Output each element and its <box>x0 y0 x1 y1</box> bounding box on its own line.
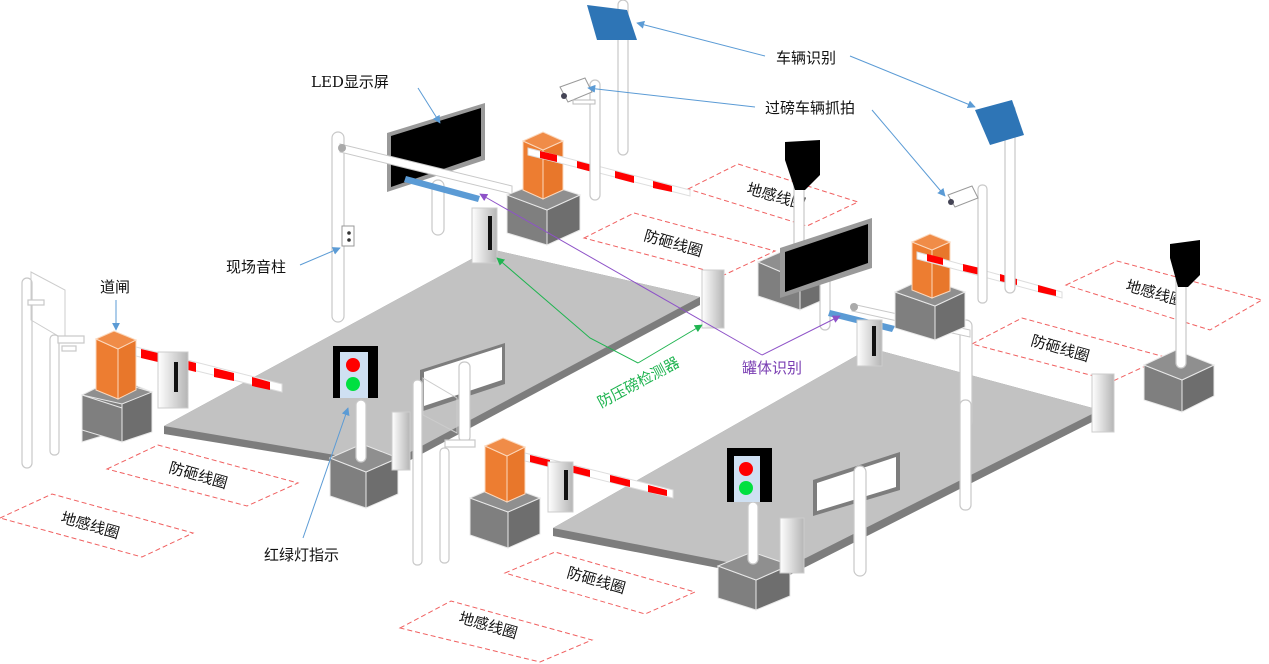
zone-ground-loop-bottom: 地感线圈 <box>398 600 594 663</box>
barrier-arm <box>527 147 691 197</box>
zone-label: 地感线圈 <box>457 609 520 643</box>
label-weighing-capture: 过磅车辆抓拍 <box>765 99 855 117</box>
led-display-screen-right <box>756 218 872 331</box>
vehicle-recognition-pole-right <box>975 100 1024 294</box>
tank-recognition-bar <box>404 176 480 202</box>
zone-anti-smash-left: 防砸线圈 <box>105 444 300 507</box>
callout-tank-right <box>761 315 841 356</box>
zone-ground-loop-left: 地感线圈 <box>0 493 195 558</box>
green-light-icon <box>346 377 360 391</box>
callout-vehicle-recognition-right <box>849 55 976 108</box>
anti-cheat-sensor-mid <box>701 269 725 329</box>
zone-label: 防砸线圈 <box>642 227 705 261</box>
barrier-gate-top <box>505 131 691 246</box>
vehicle-recognition-pole-top <box>587 0 637 156</box>
red-light-icon <box>739 462 753 476</box>
anti-cheat-sensor-left <box>157 351 189 409</box>
label-tank-recognition: 罐体识别 <box>742 359 802 377</box>
callout-capture-right <box>871 109 946 197</box>
zone-ground-loop-top: 地感线圈 <box>686 163 860 227</box>
zone-anti-smash-top: 防砸线圈 <box>582 212 777 276</box>
capture-camera-top <box>559 77 601 201</box>
anti-cheat-sensor-right-exit <box>1091 373 1115 433</box>
callout-anti-cheat-left <box>496 257 639 364</box>
zone-anti-smash-right: 防砸线圈 <box>970 317 1167 382</box>
label-traffic-light: 红绿灯指示 <box>264 546 339 564</box>
callout-tank-left <box>479 193 763 356</box>
site-speaker-pole <box>331 131 355 323</box>
label-barrier-gate: 道闸 <box>100 278 130 296</box>
label-led-screen: LED显示屏 <box>311 73 389 91</box>
camera-pole-left <box>21 271 85 469</box>
barrier-gate-right <box>893 233 1063 341</box>
green-light-icon <box>739 481 753 495</box>
callout-led-screen <box>417 87 441 124</box>
traffic-light-left <box>328 346 400 509</box>
zone-anti-smash-bottom: 防砸线圈 <box>503 551 697 615</box>
zone-ground-loop-right: 地感线圈 <box>1064 260 1264 331</box>
bridge-side-panel-right <box>779 399 972 577</box>
weighbridge-platform-left <box>164 249 700 471</box>
callout-speaker <box>299 247 341 266</box>
label-anti-cheat-detector: 防压磅检测器 <box>594 353 682 411</box>
callout-capture-left <box>587 84 756 108</box>
zone-label: 地感线圈 <box>59 509 122 543</box>
callout-vehicle-recognition-left <box>636 20 766 57</box>
zone-label: 防砸线圈 <box>1029 332 1092 366</box>
led-display-screen-left <box>338 103 513 236</box>
label-vehicle-recognition: 车辆识别 <box>776 49 836 67</box>
zone-label: 防砸线圈 <box>565 564 628 598</box>
capture-camera-right <box>947 184 988 304</box>
barrier-gate-bottom <box>468 437 674 549</box>
card-reader-right <box>1142 240 1216 413</box>
callout-traffic-light <box>302 407 350 539</box>
barrier-arm <box>916 251 1063 299</box>
callout-anti-cheat-right <box>637 324 703 364</box>
display-board-center <box>391 343 505 566</box>
red-light-icon <box>346 358 360 372</box>
traffic-light-right <box>716 448 792 611</box>
anti-cheat-sensor-top-left <box>471 207 498 264</box>
label-site-speaker: 现场音柱 <box>226 258 286 276</box>
card-reader-top <box>785 140 820 251</box>
